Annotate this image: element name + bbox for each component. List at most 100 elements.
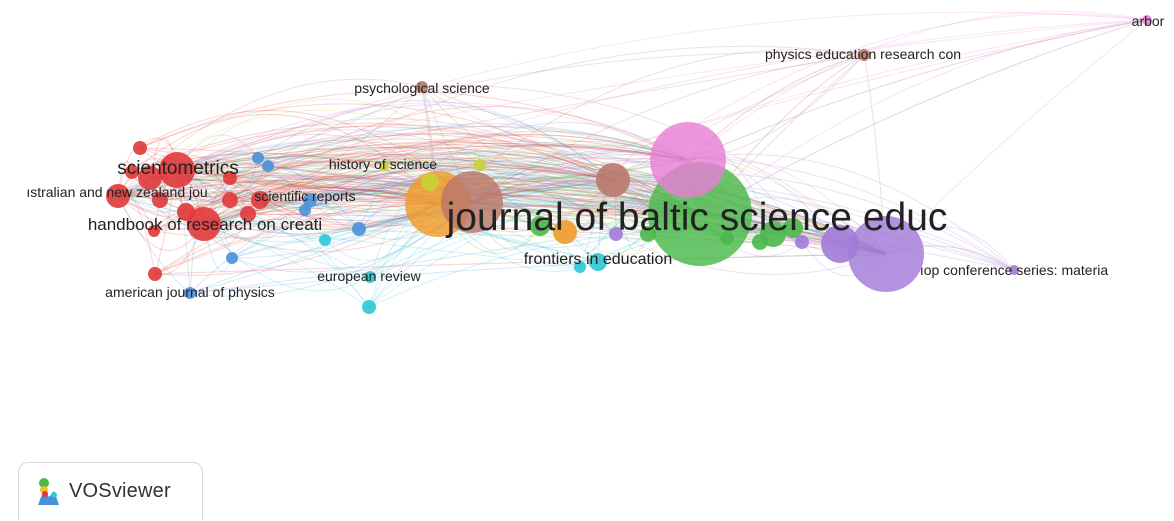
label-psychological-science[interactable]: psychological science	[354, 80, 490, 96]
citation-link	[479, 164, 614, 204]
label-scientific-reports[interactable]: scientific reports	[254, 188, 355, 204]
citation-link	[369, 179, 614, 278]
citation-link	[257, 125, 689, 161]
citation-link	[139, 137, 205, 225]
journal-node-blue[interactable]	[262, 160, 274, 172]
citation-link	[369, 199, 887, 278]
citation-link	[437, 49, 865, 205]
journal-node-brown[interactable]	[858, 49, 870, 61]
citation-link	[117, 195, 370, 308]
citation-link	[203, 19, 1148, 225]
citation-link	[176, 169, 439, 228]
citation-link	[117, 165, 385, 206]
journal-node-red[interactable]	[177, 203, 195, 221]
journal-node-green[interactable]	[640, 226, 656, 242]
journal-node-cyan[interactable]	[589, 253, 607, 271]
journal-node-red[interactable]	[148, 267, 162, 281]
journal-node-red[interactable]	[223, 171, 237, 185]
vosviewer-logo[interactable]: VOSviewer	[18, 462, 203, 520]
citation-link	[231, 165, 701, 259]
label-handbook-of-research-on-creativity[interactable]: handbook of research on creati	[88, 215, 322, 234]
journal-node-red[interactable]	[148, 225, 160, 237]
citation-link	[117, 140, 689, 197]
journal-node-cyan[interactable]	[319, 234, 331, 246]
journal-node-purple[interactable]	[609, 227, 623, 241]
citation-link	[203, 174, 311, 225]
journal-node-green[interactable]	[720, 231, 734, 245]
journal-node-green[interactable]	[530, 216, 550, 236]
citation-link	[117, 179, 614, 197]
citation-link	[117, 193, 249, 215]
journal-node-red[interactable]	[125, 165, 139, 179]
citation-link	[368, 144, 689, 308]
journal-node-red[interactable]	[187, 207, 221, 241]
citation-link	[267, 104, 614, 181]
journal-node-brown[interactable]	[596, 163, 630, 197]
journal-node-red[interactable]	[152, 192, 168, 208]
journal-node-green[interactable]	[752, 234, 768, 250]
journal-node-blue[interactable]	[184, 287, 196, 299]
journal-node-purple[interactable]	[795, 235, 809, 249]
journal-node-blue[interactable]	[299, 204, 311, 216]
label-australian-and-new-zealand-journal[interactable]: ıstralian and new zealand jou	[26, 184, 207, 200]
journal-node-blue[interactable]	[252, 152, 264, 164]
label-european-review[interactable]: european review	[317, 268, 421, 284]
label-history-of-science[interactable]: history of science	[329, 156, 437, 172]
journal-node-purple[interactable]	[848, 216, 924, 292]
journal-node-red[interactable]	[133, 141, 147, 155]
citation-link	[267, 123, 689, 167]
journal-node-red[interactable]	[222, 192, 238, 208]
vosviewer-logo-text: VOSviewer	[69, 480, 171, 502]
journal-node-blue[interactable]	[226, 252, 238, 264]
journal-node-purple[interactable]	[1009, 265, 1019, 275]
journal-node-brown[interactable]	[441, 171, 503, 233]
journal-node-yellow[interactable]	[379, 161, 389, 171]
citation-link	[176, 167, 566, 233]
citation-link	[687, 19, 1148, 161]
label-physics-education-research-conference[interactable]: physics education research con	[765, 46, 961, 62]
citation-link	[885, 19, 1148, 255]
label-scientometrics[interactable]: scientometrics	[117, 158, 238, 179]
journal-node-yellow[interactable]	[474, 159, 486, 171]
label-journal-of-baltic-science-education[interactable]: journal of baltic science educ	[446, 196, 948, 239]
citation-link	[699, 19, 1148, 215]
citation-link	[176, 98, 481, 171]
journal-node-cyan[interactable]	[574, 261, 586, 273]
citation-link	[231, 153, 689, 259]
label-arbor[interactable]: arbor	[1132, 13, 1165, 29]
citation-link	[383, 164, 614, 181]
citation-link	[229, 134, 614, 181]
journal-node-red[interactable]	[159, 152, 195, 188]
citation-link	[159, 133, 473, 203]
journal-node-red[interactable]	[106, 184, 130, 208]
citation-link	[176, 19, 1148, 171]
journal-node-pink[interactable]	[650, 122, 726, 198]
journal-node-cyan[interactable]	[362, 300, 376, 314]
journal-node-blue[interactable]	[303, 193, 317, 207]
journal-node-cyan[interactable]	[364, 271, 376, 283]
journal-node-yellow[interactable]	[421, 173, 439, 191]
citation-link	[259, 133, 689, 201]
journal-node-pink[interactable]	[1142, 15, 1152, 25]
journal-node-orange[interactable]	[553, 220, 577, 244]
citation-link	[117, 146, 728, 239]
citation-link	[185, 144, 689, 213]
journal-node-brown[interactable]	[416, 81, 428, 93]
journal-node-purple[interactable]	[821, 225, 859, 263]
citation-link	[139, 110, 473, 203]
citation-link	[369, 151, 689, 278]
label-american-journal-of-physics[interactable]: american journal of physics	[105, 284, 275, 300]
journal-node-blue[interactable]	[352, 222, 366, 236]
label-iop-conference-series-materials[interactable]: ıop conference series: materia	[920, 262, 1109, 278]
citation-link	[185, 168, 887, 255]
citation-link	[153, 125, 689, 232]
citation-link	[471, 149, 803, 243]
journal-node-green[interactable]	[783, 218, 803, 238]
citation-link	[203, 86, 423, 225]
citation-link	[159, 146, 614, 201]
label-frontiers-in-education[interactable]: frontiers in education	[524, 251, 673, 268]
journal-node-red[interactable]	[240, 206, 256, 222]
journal-node-red[interactable]	[251, 191, 269, 209]
journal-node-red[interactable]	[138, 166, 162, 190]
